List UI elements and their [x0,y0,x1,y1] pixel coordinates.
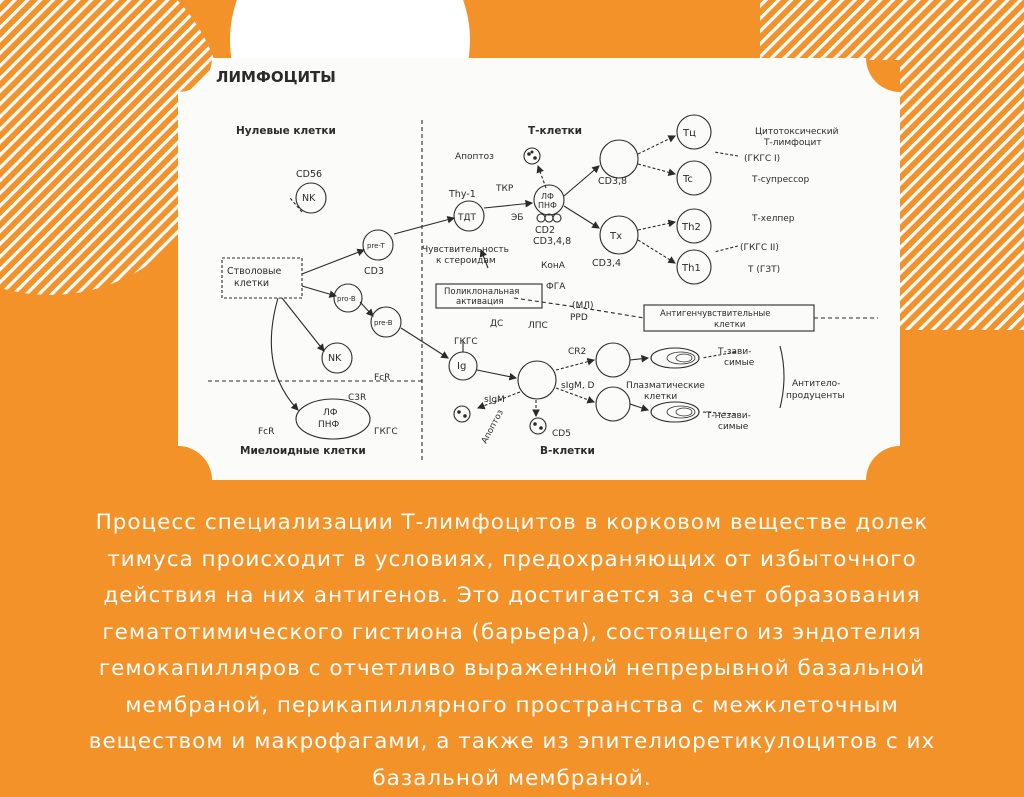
t-independent-label-2: симые [718,422,749,432]
section-myeloid-cells: Миелоидные клетки [240,445,366,457]
sigm-label: sIgM [484,395,505,405]
pre-b-label: pre-B [374,319,393,327]
polyclonal-label-2: активация [456,297,503,307]
ppd-label: PPD [570,313,588,323]
lf-top-label: ЛФ [541,192,554,201]
cd5-label: CD5 [552,429,571,439]
nk-top-label: NK [302,193,316,204]
fga-label: ФГА [546,282,566,292]
caption-line: тимуса происходит в условиях, предохраня… [12,542,1012,579]
apoptosis-t-label: Апоптоз [455,152,494,162]
ds-label: ДС [490,319,503,329]
cd348-label: CD3,4,8 [533,236,571,247]
caption-line: гемокапилляров с отчетливо выраженной не… [12,651,1012,688]
cytotoxic-label: Цитотоксический [755,127,839,137]
t-helper-label: Т-хелпер [751,214,795,224]
steroid-sensitivity-label-2: к стероидам [436,256,496,266]
nk-bottom-label: NK [328,353,342,364]
tc-upper-label: Tц [682,128,696,139]
antigen-sensitive-label-2: клетки [714,320,745,330]
cr2-label: CR2 [568,347,586,357]
tc-lower-label: Tc [682,174,693,185]
caption-line: базальной мембраной. [12,761,1012,797]
diagram-card: ЛИМФОЦИТЫ Нулевые клетки Т-клетки Миелои… [178,58,900,480]
polyclonal-label: Поликлональная [444,287,519,297]
gkgs2-label: (ГКГС II) [740,243,779,253]
tx-label: Tx [609,231,622,242]
antibody-producers-label-2: продуценты [786,391,845,401]
pre-t-label: pre-T [367,242,385,250]
plasma-cells-label: Плазматические [626,381,705,391]
th2-label: Th2 [681,222,701,233]
th1-label: Th1 [681,263,701,274]
lymphocyte-diagram: ЛИМФОЦИТЫ Нулевые клетки Т-клетки Миелои… [178,58,900,480]
gkgs1-label: (ГКГС I) [744,154,780,164]
cd34-label: CD3,4 [592,258,621,269]
cd56-label: CD56 [296,169,322,180]
t-dependent-label-2: симые [724,358,755,368]
cd2-label: CD2 [535,225,555,236]
cytotoxic-label-2: Т-лимфоцит [763,138,822,148]
gkgs-b-label: ГКГС [454,337,478,347]
diagram-title: ЛИМФОЦИТЫ [216,68,336,86]
section-b-cells: В-клетки [540,445,595,457]
gkgs-bottom-label: ГКГС [374,427,398,437]
ml-label: (МЛ) [572,301,594,311]
stem-cells-label: Стволовые [227,266,282,277]
t-dependent-label: Т-зави- [717,347,751,357]
eb-label: ЭБ [511,213,523,223]
caption-line: действия на них антигенов. Это достигает… [12,578,1012,615]
pnf-top-label: ПНФ [538,201,557,210]
caption-line: веществом и макрофагами, а также из эпит… [12,724,1012,761]
fcr-bottom-label: FcR [258,427,274,437]
fcr-nk-label: FcR [374,373,390,383]
antibody-producers-label: Антитело- [792,379,840,389]
steroid-sensitivity-label: Чувствительность [422,245,509,255]
tkr-label: ТКР [495,184,514,194]
antigen-sensitive-label: Антигенчувствительные [660,309,770,319]
section-t-cells: Т-клетки [528,125,582,137]
caption-line: Процесс специализации Т-лимфоцитов в кор… [12,505,1012,542]
cd3-label: CD3 [364,266,384,277]
stem-cells-label-2: клетки [234,278,269,289]
t-independent-label: Т-незави- [705,411,751,421]
kona-label: КонА [541,261,566,271]
c3r-label: C3R [348,393,366,403]
card-frame [178,58,900,480]
t-suppressor-label: Т-супрессор [751,175,810,185]
cd38-label: CD3,8 [598,176,627,187]
tdt-label: ТДТ [457,213,477,223]
caption-line: мембраной, перикапиллярного пространства… [12,688,1012,725]
ig-label: Ig [457,361,466,372]
caption-text: Процесс специализации Т-лимфоцитов в кор… [12,505,1012,797]
pro-b-label: pro-B [337,295,356,303]
lps-label: ЛПС [528,321,548,331]
section-null-cells: Нулевые клетки [236,125,336,137]
plasma-cells-label-2: клетки [644,392,677,402]
sigm-d-label: sIgM, D [561,381,595,391]
thy1-label: Thy-1 [448,189,476,200]
t-gzt-label: Т (ГЗТ) [747,265,780,275]
pnf-bottom-label: ПНФ [318,420,340,430]
caption-line: гематотимического гистиона (барьера), со… [12,615,1012,652]
lf-bottom-label: ЛФ [323,408,338,418]
